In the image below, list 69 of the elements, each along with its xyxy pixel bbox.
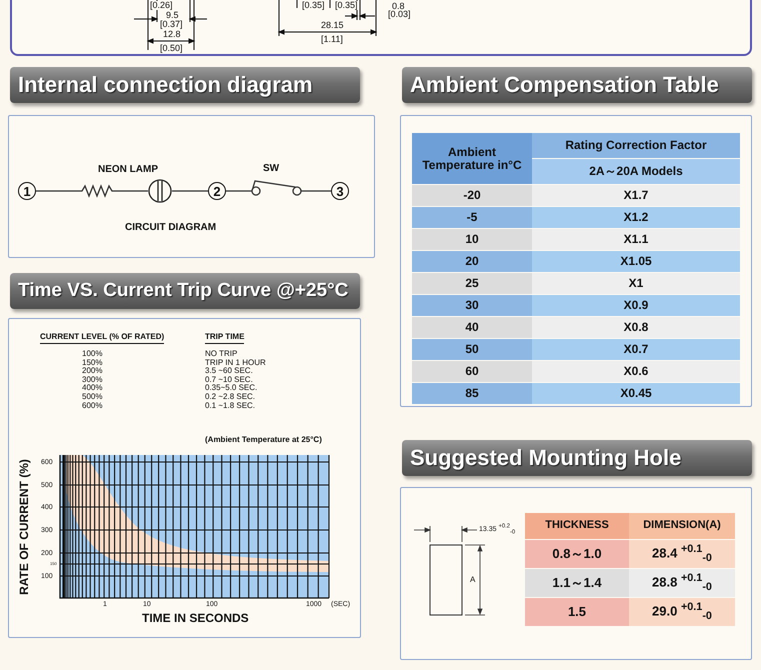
table-cell: 1.1～1.4 — [525, 569, 629, 598]
table-text: 3.5 ~60 SEC. — [205, 367, 253, 376]
component-label: SW — [263, 164, 280, 174]
dimension-label: A — [470, 576, 476, 584]
table-cell: 30 — [412, 295, 532, 317]
table-cell: 60 — [412, 361, 532, 383]
column-heading: TRIP TIME — [205, 333, 244, 344]
section-header: Time VS. Current Trip Curve @+25°C — [10, 273, 360, 309]
table-header-cell: Rating Correction Factor — [532, 133, 740, 159]
table-cell: X0.7 — [532, 339, 740, 361]
axis-title: TIME IN SECONDS — [142, 612, 249, 624]
section-header: Ambient Compensation Table — [402, 67, 752, 103]
wire — [172, 190, 208, 192]
dimension-label: 12.8 — [163, 30, 181, 39]
dimension-label: [0.26] — [150, 1, 173, 10]
column-heading: CURRENT LEVEL (% OF RATED) — [40, 333, 164, 344]
table-cell: 0.8～1.0 — [525, 540, 629, 569]
table-cell: X1.1 — [532, 229, 740, 251]
note: (Ambient Temperature at 25°C) — [205, 436, 322, 444]
table-text: 400% — [82, 384, 102, 392]
table-cell: 20 — [412, 251, 532, 273]
table-text: 100% — [82, 350, 102, 358]
table-cell: -20 — [412, 185, 532, 207]
component-label: NEON LAMP — [98, 165, 158, 175]
table-cell: 25 — [412, 273, 532, 295]
table-text: 300% — [82, 376, 102, 384]
table-cell: X1.05 — [532, 251, 740, 273]
section-header: Suggested Mounting Hole — [402, 440, 752, 476]
dimension-label: 9.5 — [166, 11, 179, 20]
table-cell: X1 — [532, 273, 740, 295]
table-cell: 1.5 — [525, 598, 629, 627]
dimension-label: [0.37] — [160, 20, 183, 29]
dimension-label: [0.35] — [335, 1, 358, 10]
table-cell: X0.6 — [532, 361, 740, 383]
table-text: TRIP IN 1 HOUR — [205, 358, 266, 367]
table-cell: 40 — [412, 317, 532, 339]
table-text: 150% — [82, 358, 102, 367]
table-header-cell: 2A～20A Models — [532, 159, 740, 185]
axis-title: RATE OF CURRENT (%) — [18, 459, 30, 595]
dimension-label: [0.03] — [388, 10, 411, 19]
table-text: 500% — [82, 393, 102, 401]
section-header: Internal connection diagram — [10, 67, 360, 103]
table-cell: X1.2 — [532, 207, 740, 229]
table-cell: X0.9 — [532, 295, 740, 317]
table-header-cell: Ambient Temperature in°C — [412, 133, 532, 185]
table-cell: 10 — [412, 229, 532, 251]
dimension-label: 28.15 — [321, 21, 344, 30]
neon-lamp-symbol — [148, 179, 172, 203]
table-cell: 85 — [412, 383, 532, 405]
table-text: 0.7 ~10 SEC. — [205, 376, 253, 384]
table-cell: X0.45 — [532, 383, 740, 405]
table-text: 0.1 ~1.8 SEC. — [205, 402, 256, 410]
diagram-caption: CIRCUIT DIAGRAM — [125, 223, 216, 233]
table-cell: X1.7 — [532, 185, 740, 207]
table-text: 600% — [82, 402, 102, 410]
table-text: 200% — [82, 367, 102, 376]
table-text: NO TRIP — [205, 350, 238, 358]
dimension-label: [0.50] — [160, 44, 183, 53]
table-text: 0.35~5.0 SEC. — [205, 384, 258, 392]
dimension-label: [0.35] — [302, 1, 325, 10]
table-cell: 50 — [412, 339, 532, 361]
table-text: 0.2 ~2.8 SEC. — [205, 393, 256, 401]
table-header-cell: THICKNESS — [525, 513, 629, 540]
dimension-label: [1.11] — [321, 35, 343, 44]
table-header-cell: DIMENSION(A) — [629, 513, 735, 540]
wire — [36, 184, 148, 198]
table-cell: X0.8 — [532, 317, 740, 339]
wire — [226, 180, 331, 192]
table-cell: -5 — [412, 207, 532, 229]
